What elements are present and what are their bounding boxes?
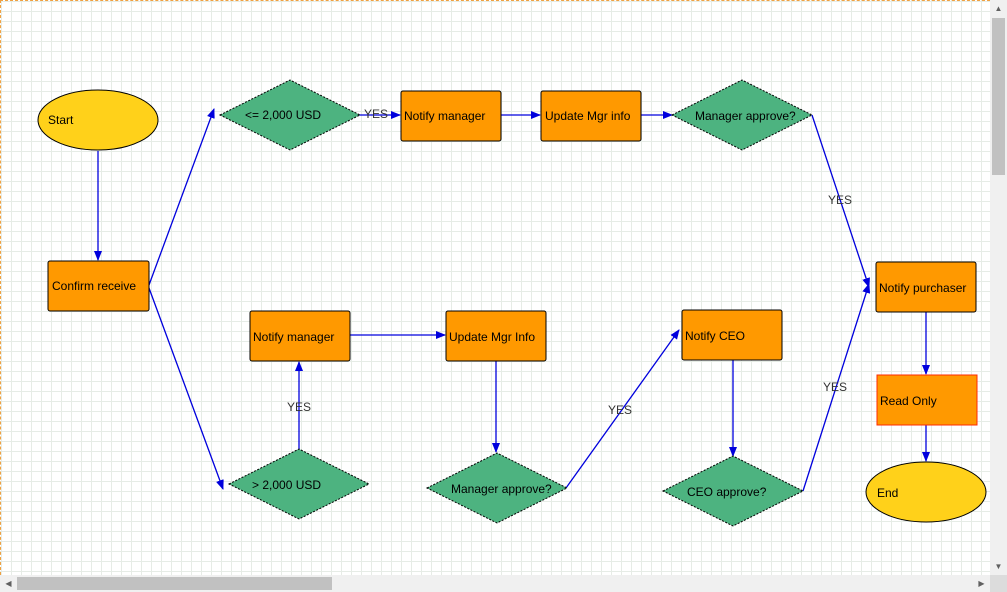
node-notify-manager-bottom-label: Notify manager [253,330,334,344]
node-read-only[interactable]: Read Only [876,374,978,426]
edge-label-mgr-top-yes: YES [828,193,852,207]
node-notify-ceo[interactable]: Notify CEO [681,309,783,361]
scroll-left-icon[interactable]: ◀ [5,579,12,588]
edge-confirm-cond-low[interactable] [148,108,215,286]
node-notify-purchaser[interactable]: Notify purchaser [875,261,977,313]
node-update-mgr-bottom[interactable]: Update Mgr Info [445,310,547,362]
horizontal-scroll-thumb[interactable] [17,577,332,590]
node-update-mgr-top-label: Update Mgr info [545,109,631,123]
node-update-mgr-bottom-label: Update Mgr Info [449,330,535,344]
node-start-label: Start [48,113,74,127]
node-cond-high[interactable]: > 2,000 USD [227,448,371,520]
edge-label-low-yes: YES [364,107,388,121]
flowchart: YES YES YES YES YES Start Confirm receiv… [37,79,987,527]
node-start[interactable]: Start [37,89,159,151]
node-ceo-approve[interactable]: CEO approve? [661,455,805,527]
edge-label-high-yes: YES [287,400,311,414]
diagram-canvas[interactable]: YES YES YES YES YES Start Confirm receiv… [0,0,990,575]
node-cond-high-label: > 2,000 USD [252,478,321,492]
edge-ceo-approve-notify-purchaser[interactable] [802,283,871,492]
node-manager-approve-bottom-label: Manager approve? [451,482,552,496]
node-notify-ceo-label: Notify CEO [685,329,745,343]
node-notify-manager-bottom[interactable]: Notify manager [249,310,351,362]
node-confirm-receive-label: Confirm receive [52,279,136,293]
edge-confirm-cond-high[interactable] [148,287,224,490]
node-end[interactable]: End [865,461,987,523]
node-ceo-approve-label: CEO approve? [687,485,767,499]
edge-mgr-approve-notify-purchaser[interactable] [811,114,870,288]
scroll-up-icon[interactable]: ▲ [994,4,1003,13]
edge-label-mgr-bottom-yes: YES [608,403,632,417]
node-manager-approve-top-label: Manager approve? [695,109,796,123]
node-end-label: End [877,486,898,500]
node-notify-manager-top-label: Notify manager [404,109,485,123]
node-cond-low-label: <= 2,000 USD [245,108,321,122]
node-confirm-receive[interactable]: Confirm receive [47,260,150,312]
scroll-down-icon[interactable]: ▼ [994,562,1003,571]
vertical-scroll-thumb[interactable] [992,18,1005,175]
scroll-right-icon[interactable]: ▶ [978,579,985,588]
node-cond-low[interactable]: <= 2,000 USD [218,79,362,151]
edge-mgr-approve-notify-ceo[interactable] [565,329,680,489]
edges [94,108,930,492]
scrollbar-corner [990,575,1007,592]
edge-label-ceo-yes: YES [823,380,847,394]
node-read-only-label: Read Only [880,394,937,408]
node-notify-manager-top[interactable]: Notify manager [400,90,502,142]
horizontal-scrollbar[interactable]: ◀ ▶ [0,575,990,592]
node-update-mgr-top[interactable]: Update Mgr info [540,90,642,142]
vertical-scrollbar[interactable]: ▲ ▼ [990,0,1007,575]
node-manager-approve-top[interactable]: Manager approve? [670,79,814,151]
node-manager-approve-bottom[interactable]: Manager approve? [425,452,569,524]
node-notify-purchaser-label: Notify purchaser [879,281,966,295]
